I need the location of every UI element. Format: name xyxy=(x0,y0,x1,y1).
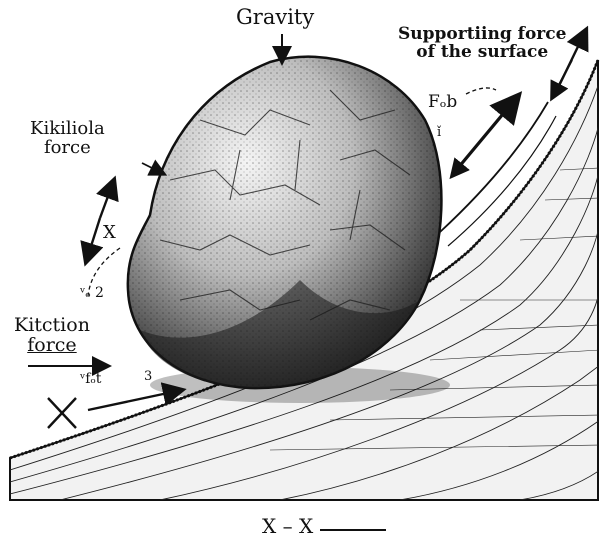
bottom-underline xyxy=(320,529,386,531)
supporting-force-label: Supportiing force of the surface xyxy=(398,26,566,62)
kikiliola-line2: force xyxy=(30,139,105,158)
kiki-pointer-arrow xyxy=(142,163,164,174)
support-arrow-large xyxy=(452,96,518,176)
left-double-arrow xyxy=(86,180,114,262)
fob-label: Fₒb xyxy=(428,94,457,112)
supporting-force-line2: of the surface xyxy=(398,44,566,62)
kitction-line2: force xyxy=(14,336,90,356)
x-label: X xyxy=(103,224,116,243)
kitction-force-label: Kitction force xyxy=(14,316,90,356)
vb2-label: ᵛₒ 2 xyxy=(80,286,104,301)
three-label: 3 xyxy=(144,370,152,384)
vfot-label: ᵛfₒt xyxy=(80,372,101,387)
bottom-caption: X – X xyxy=(262,516,313,537)
kikiliola-force-label: Kikiliola force xyxy=(30,120,105,158)
x-mark-icon xyxy=(48,398,76,428)
i-mark-label: ǐ xyxy=(437,126,441,140)
gravity-label: Gravity xyxy=(236,6,314,28)
fob-dashed-curve xyxy=(466,88,496,94)
kitction-line1: Kitction xyxy=(14,316,90,336)
